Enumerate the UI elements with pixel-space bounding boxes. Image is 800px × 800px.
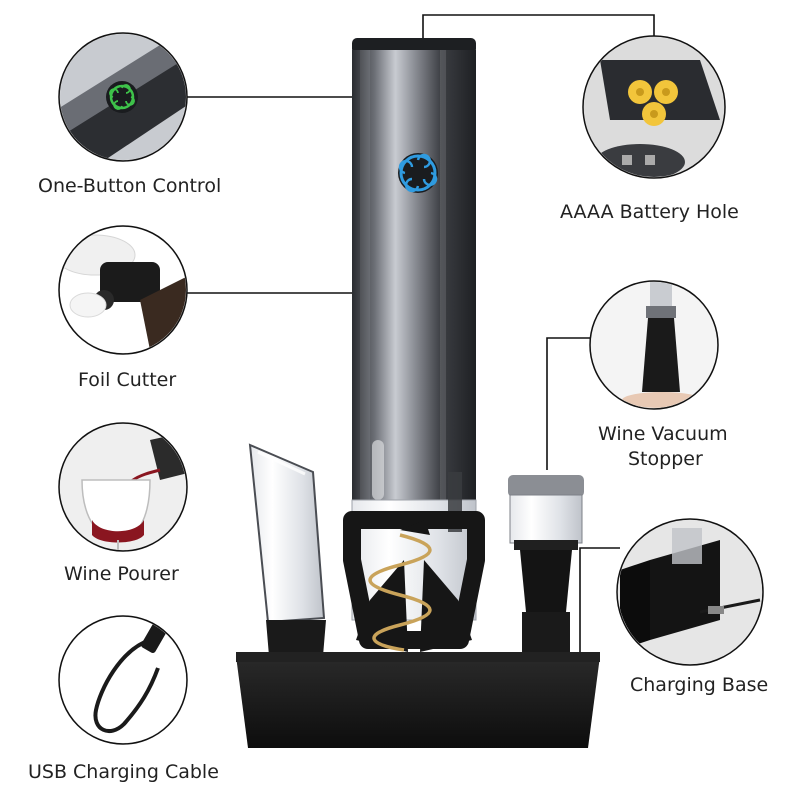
label-wine-pourer: Wine Pourer xyxy=(64,563,179,585)
charging-stand xyxy=(236,652,600,748)
electric-wine-opener xyxy=(343,38,485,652)
power-button xyxy=(398,153,438,193)
label-one-button-control: One-Button Control xyxy=(38,175,222,197)
label-vacuum-stopper-line1: Wine Vacuum xyxy=(598,423,728,445)
detail-circle-charging-base xyxy=(616,518,764,666)
detail-circle-battery xyxy=(582,35,726,179)
line-charging xyxy=(579,547,620,658)
detail-circle-wine-pourer xyxy=(58,422,188,552)
corkscrew xyxy=(368,533,432,652)
label-usb-charging-cable: USB Charging Cable xyxy=(28,761,219,783)
detail-circle-usb-cable xyxy=(58,615,188,745)
wine-pourer xyxy=(248,443,326,668)
line-vacuum xyxy=(546,337,591,470)
label-foil-cutter: Foil Cutter xyxy=(78,369,177,391)
label-charging-base: Charging Base xyxy=(630,674,769,696)
label-battery-hole: AAAA Battery Hole xyxy=(560,201,739,223)
detail-circle-foil-cutter xyxy=(58,225,188,355)
line-battery xyxy=(422,14,655,40)
detail-circle-one-button xyxy=(58,32,188,162)
vacuum-stopper xyxy=(508,475,584,667)
detail-circle-vacuum xyxy=(589,280,719,410)
label-vacuum-stopper-line2: Stopper xyxy=(628,448,703,470)
